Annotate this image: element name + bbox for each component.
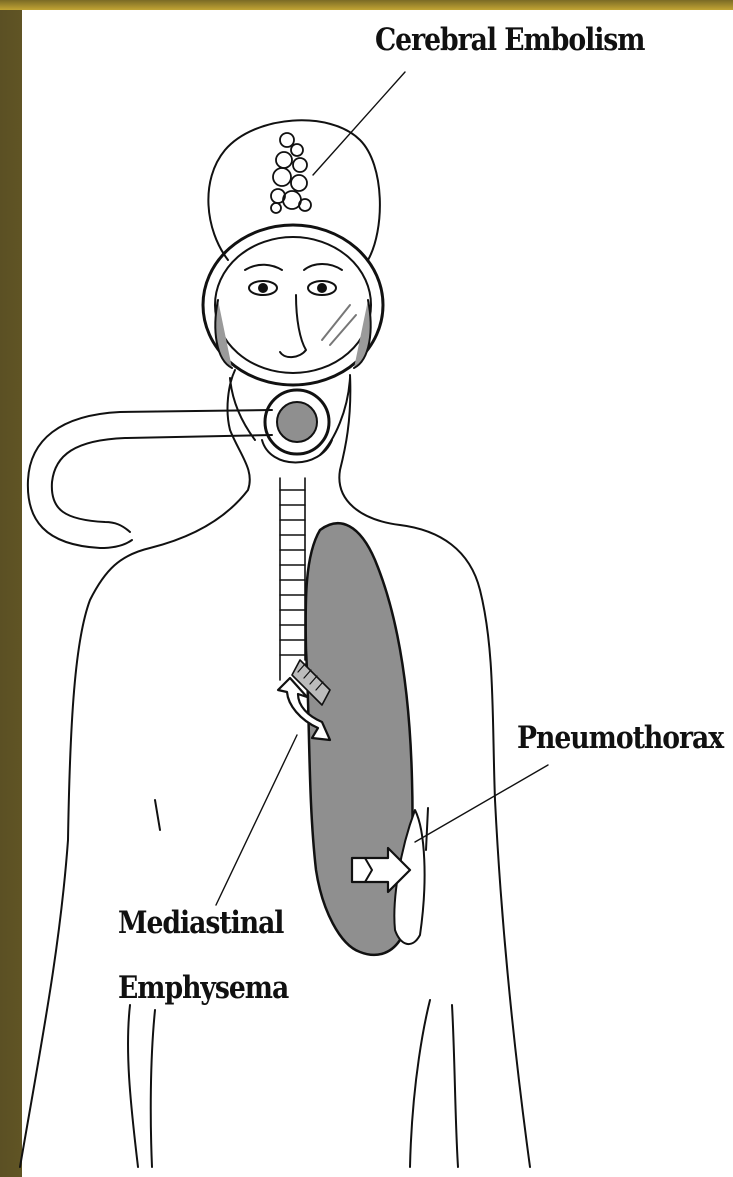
label-cerebral-embolism: Cerebral Embolism: [375, 22, 644, 59]
body-outline: [20, 370, 250, 1167]
cerebral-bubbles: [271, 133, 311, 213]
chest-wall-mark: [426, 808, 428, 850]
eyebrow-right: [304, 264, 342, 270]
mask-side-left: [215, 300, 232, 368]
label-emphysema: Emphysema: [118, 970, 288, 1007]
label-mediastinal: Mediastinal: [118, 905, 283, 942]
right-arm-inner: [410, 1000, 458, 1167]
leader-pneumothorax: [415, 765, 548, 842]
pupil-right: [318, 284, 326, 292]
eyebrow-left: [245, 265, 282, 270]
mask-glare: [322, 305, 356, 345]
nose: [280, 295, 306, 357]
trachea: [280, 478, 305, 680]
regulator-hose: [28, 410, 272, 548]
torso-mark: [155, 800, 160, 830]
left-arm-inner: [128, 1005, 155, 1167]
leader-mediastinal: [216, 735, 297, 905]
mask-inner: [215, 237, 371, 373]
pupil-left: [259, 284, 267, 292]
mask-side-right: [354, 300, 371, 368]
label-pneumothorax: Pneumothorax: [517, 720, 723, 757]
regulator-inner: [277, 402, 317, 442]
